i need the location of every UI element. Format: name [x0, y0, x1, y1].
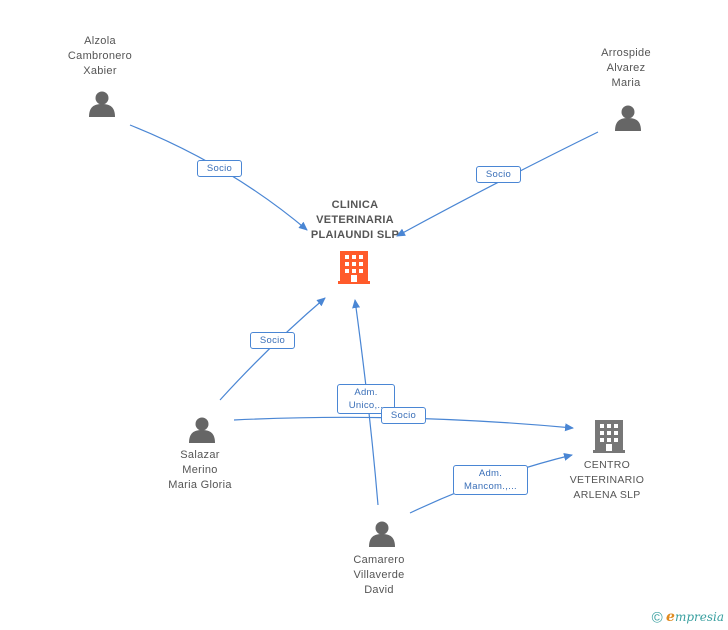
edge-label-text: Socio [485, 169, 512, 180]
node-label-line: David [364, 584, 394, 596]
node-label-line: CLINICA [331, 199, 379, 211]
edge-alzola-clinica [129, 124, 308, 231]
brand-name: mpresia [674, 609, 724, 624]
brand-logo: empresia [666, 608, 724, 625]
person-icon[interactable] [615, 105, 641, 132]
person-icon[interactable] [369, 521, 395, 548]
person-icon[interactable] [189, 417, 215, 444]
node-label-line: CENTRO [583, 459, 631, 471]
edge-label-text: Unico,.. [348, 400, 384, 411]
edge-label-text: Adm. [354, 387, 378, 398]
building-icon[interactable] [593, 420, 625, 453]
copyright-icon: © [651, 609, 663, 626]
node-label-line: Salazar [180, 449, 220, 461]
node-label-line: PLAIAUNDI SLP [310, 229, 400, 241]
edge-salazar-clinica [219, 297, 326, 401]
edge-label-adm-mancom[interactable]: Adm. Mancom.,... [453, 465, 528, 495]
edge-label-text: Socio [390, 410, 417, 421]
node-label-line: VETERINARIO [569, 474, 645, 486]
node-label-line: Alvarez [606, 62, 646, 74]
person-icon[interactable] [89, 91, 115, 118]
node-label-line: Arrospide [601, 47, 651, 59]
edge-label-text: Adm. [478, 468, 503, 479]
edge-label-text: Socio [259, 335, 286, 346]
edge-label-text: Mancom.,... [464, 481, 517, 492]
node-label-line: Camarero [353, 554, 405, 566]
edge-label-socio[interactable]: Socio [476, 166, 521, 183]
node-label-salazar[interactable]: Salazar Merino Maria Gloria [150, 448, 250, 493]
node-label-camarero[interactable]: Camarero Villaverde David [329, 553, 429, 598]
node-label-line: Xabier [83, 65, 117, 77]
brand-footer[interactable]: © empresia [652, 609, 724, 626]
node-label-arrospide[interactable]: Arrospide Alvarez Maria [576, 46, 676, 91]
node-label-line: Alzola [84, 35, 116, 47]
edge-label-text: Socio [206, 163, 233, 174]
node-label-line: ARLENA SLP [573, 489, 641, 501]
edge-arrospide-clinica [396, 131, 599, 237]
edge-label-socio[interactable]: Socio [197, 160, 242, 177]
building-icon[interactable] [338, 251, 370, 284]
node-label-line: Maria [611, 77, 641, 89]
node-label-line: VETERINARIA [316, 214, 394, 226]
node-label-alzola[interactable]: Alzola Cambronero Xabier [50, 34, 150, 79]
edge-label-socio[interactable]: Socio [381, 407, 426, 424]
node-label-line: Villaverde [353, 569, 405, 581]
node-label-line: Maria Gloria [168, 479, 232, 491]
node-label-line: Cambronero [67, 50, 133, 62]
brand-initial: e [666, 608, 675, 625]
node-label-line: Merino [182, 464, 218, 476]
node-label-clinica[interactable]: CLINICA VETERINARIA PLAIAUNDI SLP [295, 198, 415, 243]
edge-label-socio[interactable]: Socio [250, 332, 295, 349]
node-label-centro[interactable]: CENTRO VETERINARIO ARLENA SLP [557, 458, 657, 503]
